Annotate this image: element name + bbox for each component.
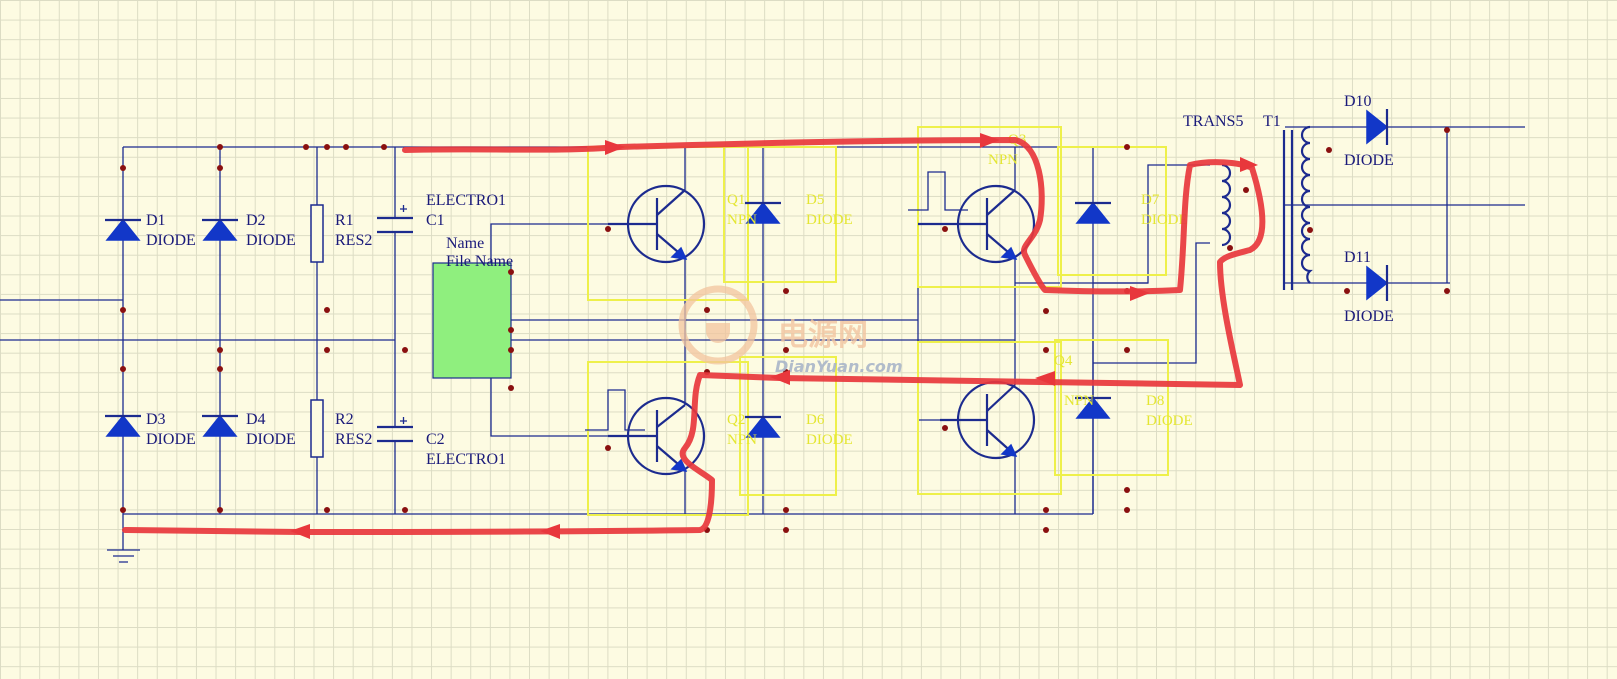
output-diodes	[1366, 109, 1389, 301]
d2-type-label: DIODE	[246, 232, 296, 249]
r1-ref-label: R1	[335, 212, 354, 229]
diode-d6-symbol	[745, 415, 781, 438]
npn-transistor-q4-symbol	[940, 380, 1036, 460]
d7-ref-label: D7	[1141, 192, 1160, 208]
watermark-url: DianYuan.com	[775, 357, 903, 376]
ground-symbol	[107, 549, 140, 563]
r2-type-label: RES2	[335, 431, 372, 448]
d7-type-label: DIODE	[1141, 212, 1188, 228]
d8-type-label: DIODE	[1146, 413, 1193, 429]
component-labels: D1 DIODE D2 DIODE D3 DIODE D4 DIODE R1 R…	[146, 93, 1394, 468]
q4-highlight-box	[917, 341, 1062, 495]
d1-type-label: DIODE	[146, 232, 196, 249]
d10-type-label: DIODE	[1344, 152, 1394, 169]
c2-type-label: ELECTRO1	[426, 451, 506, 468]
diode-d8-symbol	[1075, 396, 1111, 419]
d8-highlight-box	[1054, 339, 1169, 476]
watermark: 电源网 DianYuan.com	[678, 285, 903, 376]
diode-d7-symbol	[1075, 201, 1111, 224]
wiring	[0, 126, 1525, 550]
q1-type-label: NPN	[727, 212, 757, 228]
d4-ref-label: D4	[246, 411, 266, 428]
q3-highlight-box	[917, 126, 1062, 288]
diode-d10-symbol	[1366, 109, 1389, 145]
bridge-diodes	[105, 218, 238, 437]
d6-highlight-box	[739, 356, 837, 496]
resistors	[310, 204, 324, 458]
diode-d1-symbol	[105, 218, 141, 241]
q1-ref-label: Q1	[727, 192, 745, 208]
capacitors	[377, 205, 413, 443]
q4-type-label: NPN	[1064, 393, 1094, 409]
npn-transistor-q1-symbol	[608, 184, 706, 264]
diode-d5-symbol	[745, 201, 781, 224]
d2-ref-label: D2	[246, 212, 266, 229]
d3-type-label: DIODE	[146, 431, 196, 448]
d11-type-label: DIODE	[1344, 308, 1394, 325]
freewheel-diodes	[745, 201, 1111, 438]
c1-ref-label: C1	[426, 212, 445, 229]
d8-ref-label: D8	[1146, 393, 1164, 409]
arrow-top-q3	[980, 133, 1000, 148]
d5-type-label: DIODE	[806, 212, 853, 228]
r1-type-label: RES2	[335, 232, 372, 249]
npn-transistor-q2-symbol	[608, 396, 706, 476]
diode-d11-symbol	[1366, 265, 1389, 301]
d6-ref-label: D6	[806, 412, 825, 428]
diode-d3-symbol	[105, 414, 141, 437]
sheet-file-label: File Name	[446, 253, 513, 270]
q2-highlight-box	[587, 361, 749, 516]
d11-ref-label: D11	[1344, 249, 1371, 266]
q4-ref-label: Q4	[1054, 353, 1073, 369]
npn-transistor-q3-symbol	[918, 184, 1036, 264]
sheet-name-label: Name	[446, 235, 484, 252]
arrow-bottom-left-2	[290, 524, 310, 539]
diode-d4-symbol	[202, 414, 238, 437]
pulse-waveform-icons	[585, 171, 968, 431]
q2-type-label: NPN	[727, 432, 757, 448]
component-highlight-boxes	[587, 126, 1169, 516]
t1-type-label: TRANS5	[1183, 113, 1243, 130]
c1-type-label: ELECTRO1	[426, 192, 506, 209]
arrow-top-right	[605, 140, 625, 155]
current-path-annotation	[122, 133, 1266, 539]
r2-ref-label: R2	[335, 411, 354, 428]
capacitor-c1-symbol	[377, 205, 413, 234]
arrow-mid-left	[1035, 371, 1055, 386]
arrow-transformer-in	[1240, 157, 1258, 172]
pulse-waveform-icon	[585, 389, 645, 431]
q3-type-label: NPN	[988, 152, 1018, 168]
d6-type-label: DIODE	[806, 432, 853, 448]
d10-ref-label: D10	[1344, 93, 1372, 110]
transformer-t1-symbol	[1221, 125, 1332, 290]
resistor-r2-symbol	[310, 399, 324, 458]
q2-ref-label: Q2	[727, 412, 745, 428]
d3-ref-label: D3	[146, 411, 166, 428]
c2-ref-label: C2	[426, 431, 445, 448]
d4-type-label: DIODE	[246, 431, 296, 448]
d5-highlight-box	[723, 146, 837, 283]
arrow-mid-return	[1130, 286, 1150, 301]
t1-ref-label: T1	[1263, 113, 1281, 130]
capacitor-c2-symbol	[377, 417, 413, 443]
d5-ref-label: D5	[806, 192, 824, 208]
arrow-mid-left-2	[770, 370, 790, 385]
resistor-r1-symbol	[310, 204, 324, 263]
diode-d2-symbol	[202, 218, 238, 241]
pulse-waveform-icon	[908, 171, 968, 211]
d1-ref-label: D1	[146, 212, 166, 229]
watermark-title: 电源网	[778, 318, 868, 353]
d7-highlight-box	[1057, 146, 1167, 276]
arrow-bottom-left-1	[540, 524, 560, 539]
sheet-symbol-box[interactable]	[432, 262, 512, 379]
